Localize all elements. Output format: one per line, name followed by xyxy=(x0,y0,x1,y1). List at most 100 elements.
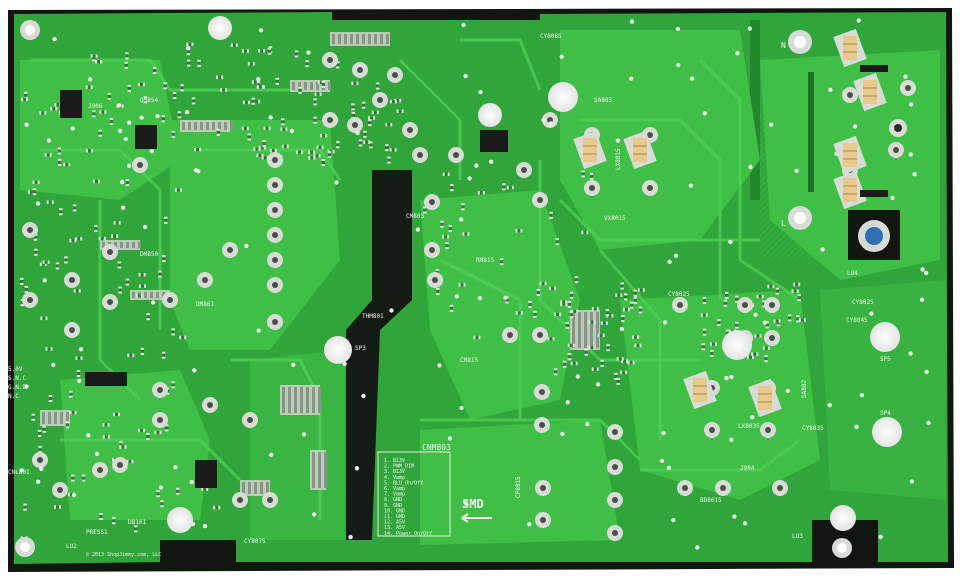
smd-body xyxy=(387,122,391,127)
label-cy8075: CY8075 xyxy=(244,538,266,545)
component-pin xyxy=(66,412,69,424)
via xyxy=(46,138,52,143)
via xyxy=(675,26,681,32)
smd-body xyxy=(56,505,59,509)
component-pin xyxy=(294,387,297,413)
via xyxy=(629,76,634,81)
trace xyxy=(580,118,722,300)
smd-body xyxy=(48,200,52,204)
smd-body xyxy=(140,349,145,353)
pad-hole xyxy=(589,185,595,191)
component-pin xyxy=(224,122,227,130)
smd-body xyxy=(593,367,597,371)
inductor-core xyxy=(843,36,857,60)
component-pin xyxy=(350,34,353,44)
component-pin xyxy=(316,82,319,90)
smd-body xyxy=(735,297,739,301)
smd-body xyxy=(265,126,269,130)
smd-body xyxy=(549,337,553,341)
via xyxy=(474,163,479,168)
smd-body xyxy=(702,299,707,302)
smd-body xyxy=(222,88,226,92)
via xyxy=(173,465,178,470)
smd-body xyxy=(517,229,521,233)
smd-body xyxy=(57,160,62,164)
via xyxy=(747,26,752,31)
diode xyxy=(860,190,888,197)
smd-body xyxy=(701,345,705,349)
component-footprint xyxy=(180,120,230,132)
copyright-text: © 2013 ShopJimmy.com, LLC xyxy=(86,552,161,558)
label-cnl801: CNL801 xyxy=(8,469,30,476)
smd-body xyxy=(158,272,162,276)
smd-body xyxy=(104,435,108,439)
smd-body xyxy=(100,236,104,241)
via xyxy=(123,136,128,142)
smd-body xyxy=(775,289,780,293)
via xyxy=(478,90,483,95)
via xyxy=(794,168,799,173)
via xyxy=(447,436,453,441)
pad-hole xyxy=(357,67,363,73)
pad-hole xyxy=(117,462,123,468)
via xyxy=(920,267,925,272)
pad-hole xyxy=(742,302,748,308)
component-pin xyxy=(254,482,257,494)
via xyxy=(269,452,274,458)
pad-hole xyxy=(507,332,513,338)
smd-body xyxy=(99,515,103,518)
pad-hole xyxy=(539,389,545,395)
smd-body xyxy=(30,190,33,194)
component-pin xyxy=(42,412,45,424)
smd-body xyxy=(505,298,509,302)
pad-hole xyxy=(432,277,438,283)
smd-body xyxy=(620,284,624,288)
label-cnm803: CNM803 xyxy=(422,443,451,452)
via xyxy=(437,363,442,368)
side-pin-labels: 5.0V S.N.C G.N.D N.C xyxy=(8,366,26,400)
component-pin xyxy=(324,452,327,488)
label-sp3: SP3 xyxy=(355,345,366,352)
smd-body xyxy=(72,206,77,210)
pad-hole xyxy=(612,464,618,470)
smd-body xyxy=(34,180,38,185)
label-sa803: SA803 xyxy=(594,97,612,104)
label-lx8035: LX8035 xyxy=(738,423,760,430)
pad-hole xyxy=(107,249,113,255)
via xyxy=(923,270,929,276)
component-pin xyxy=(310,82,313,90)
via xyxy=(666,465,672,470)
smd-body xyxy=(318,145,322,150)
connector-pin-label: 1. B13V xyxy=(384,458,405,464)
smd-body xyxy=(181,335,185,340)
smd-body xyxy=(119,443,123,447)
smd-body xyxy=(797,296,801,300)
trace xyxy=(460,38,542,91)
via xyxy=(467,176,472,181)
smd-body xyxy=(171,383,175,387)
smd-body xyxy=(244,100,248,105)
smd-body xyxy=(617,293,621,297)
smd-body xyxy=(385,146,389,150)
pad-hole xyxy=(272,319,278,325)
component-pin xyxy=(114,242,117,248)
via xyxy=(258,28,264,33)
transistor xyxy=(60,90,82,118)
smd-body xyxy=(232,43,236,47)
via xyxy=(735,51,740,56)
smd-body xyxy=(711,342,715,346)
smd-body xyxy=(23,97,27,102)
smd-body xyxy=(218,75,222,79)
component-pin xyxy=(596,312,599,348)
smd-body xyxy=(549,213,553,217)
pad-hole xyxy=(237,497,243,503)
smd-body xyxy=(710,351,714,355)
smd-body xyxy=(336,143,340,147)
pad-hole xyxy=(893,147,899,153)
smd-body xyxy=(64,258,68,262)
smd-body xyxy=(499,260,504,264)
smd-body xyxy=(310,156,314,160)
pad-hole xyxy=(272,282,278,288)
trace xyxy=(598,249,662,440)
